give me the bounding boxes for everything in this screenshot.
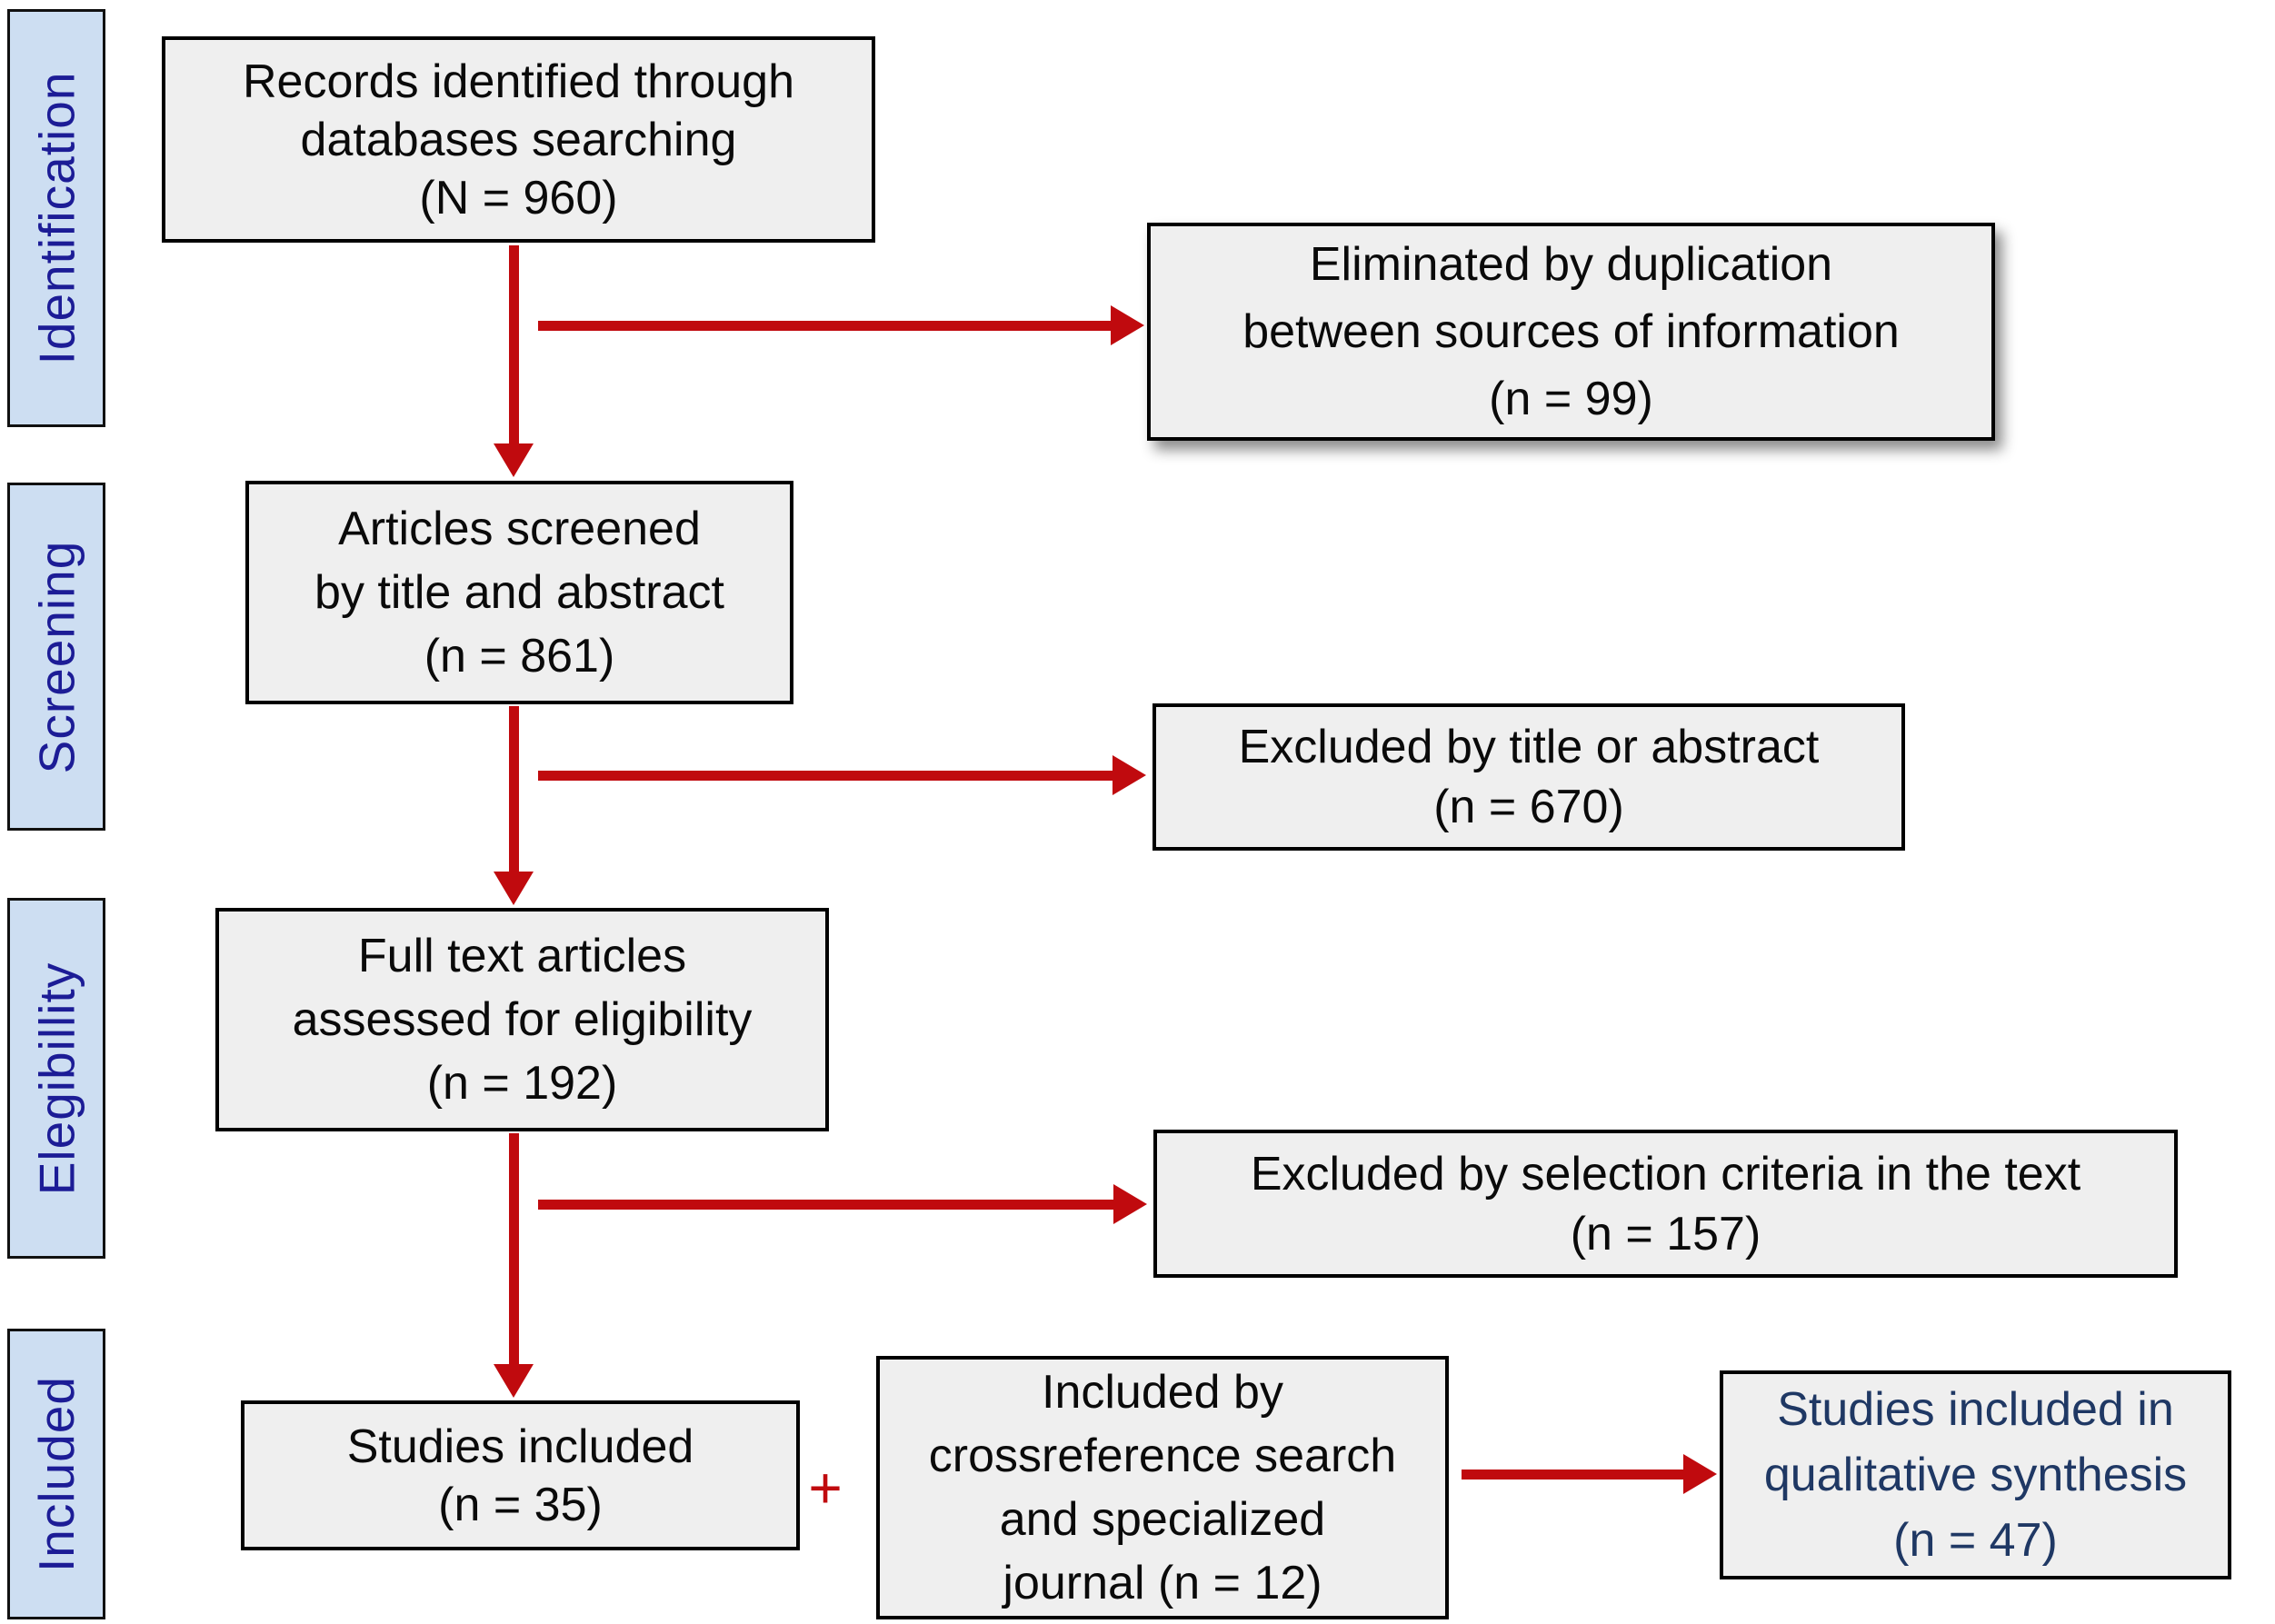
- box-articles-screened: Articles screened by title and abstract …: [245, 481, 793, 704]
- arrow-head-right-icon: [1113, 1184, 1147, 1224]
- stage-label-included: Included: [28, 1376, 85, 1572]
- box-fulltext-assessed: Full text articles assessed for eligibil…: [215, 908, 829, 1131]
- arrow-shaft: [538, 321, 1111, 331]
- arrow-shaft: [1462, 1470, 1683, 1480]
- arrow-shaft: [509, 706, 519, 872]
- arrow-head-right-icon: [1111, 305, 1144, 345]
- plus-operator: +: [808, 1455, 843, 1520]
- arrow-head-right-icon: [1683, 1454, 1717, 1494]
- box-excluded-selection-criteria: Excluded by selection criteria in the te…: [1153, 1130, 2178, 1278]
- box-excluded-title-abstract: Excluded by title or abstract (n = 670): [1152, 703, 1905, 851]
- arrow-head-down-icon: [494, 443, 534, 477]
- stage-label-screening: Screening: [28, 540, 85, 773]
- stage-label-identification: Identification: [28, 71, 85, 365]
- stage-label-eligibility: Elegibillity: [28, 961, 85, 1195]
- stage-box-identification: Identification: [7, 9, 105, 427]
- stage-box-included: Included: [7, 1329, 105, 1619]
- box-crossreference-included: Included by crossreference search and sp…: [876, 1356, 1449, 1619]
- arrow-head-down-icon: [494, 1364, 534, 1398]
- box-records-identified: Records identified through databases sea…: [162, 36, 875, 243]
- arrow-shaft: [509, 245, 519, 443]
- arrow-shaft: [509, 1133, 519, 1364]
- stage-box-eligibility: Elegibillity: [7, 898, 105, 1259]
- stage-box-screening: Screening: [7, 483, 105, 831]
- arrow-shaft: [538, 771, 1113, 781]
- arrow-head-right-icon: [1113, 755, 1146, 795]
- arrow-head-down-icon: [494, 872, 534, 905]
- box-eliminated-duplication: Eliminated by duplication between source…: [1147, 223, 1995, 441]
- box-studies-included: Studies included (n = 35): [241, 1400, 800, 1550]
- arrow-shaft: [538, 1200, 1113, 1210]
- box-qualitative-synthesis: Studies included in qualitative synthesi…: [1720, 1370, 2231, 1579]
